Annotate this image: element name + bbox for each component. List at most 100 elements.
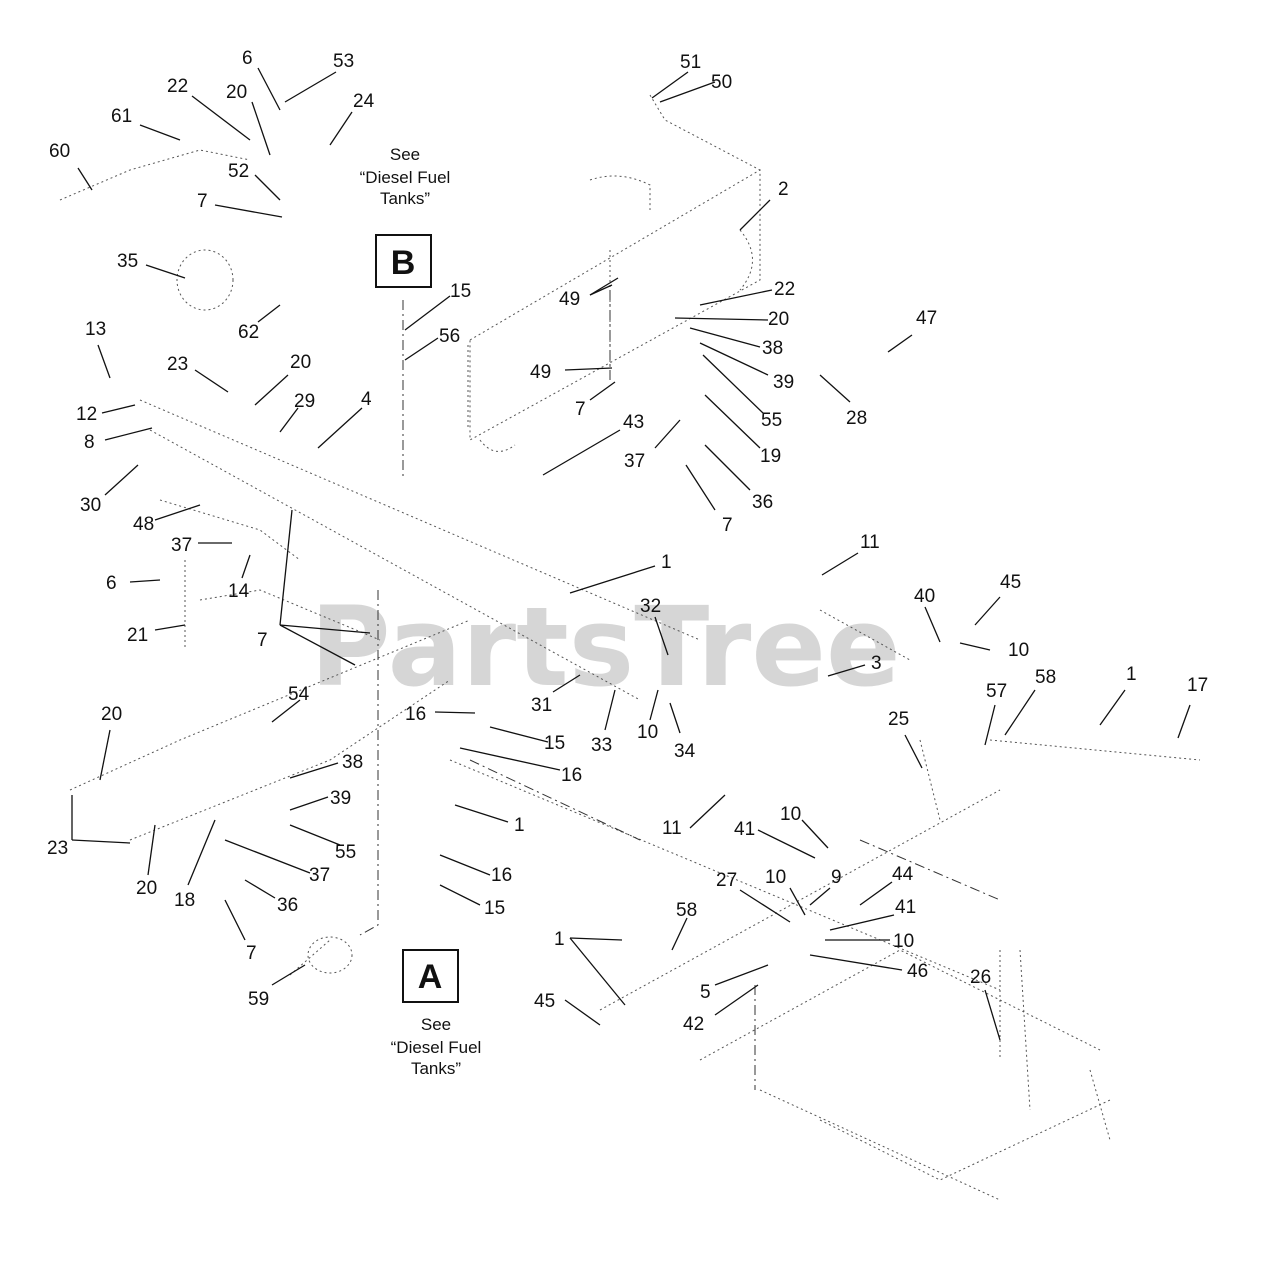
callout: 49 [530,362,551,383]
callout: 52 [228,161,249,182]
callout: 32 [640,596,661,617]
callout: 42 [683,1014,704,1035]
callout: 28 [846,408,867,429]
callout: 47 [916,308,937,329]
callout: 62 [238,322,259,343]
callout: 7 [257,630,268,651]
callout: 20 [226,82,247,103]
callout: 59 [248,989,269,1010]
part-outlines [59,94,1201,1201]
callout: 39 [773,372,794,393]
callout: 21 [127,625,148,646]
callout: 10 [1008,640,1029,661]
reference-box-b: B [375,234,432,288]
callout: 5 [700,982,711,1003]
callout: 10 [780,804,801,825]
callout: 17 [1187,675,1208,696]
callout: 1 [661,552,672,573]
svg-text:See: See [390,145,420,164]
callout: 30 [80,495,101,516]
callout: 38 [762,338,783,359]
callout: 7 [575,399,586,420]
callout: 50 [711,72,732,93]
svg-text:See: See [421,1015,451,1034]
callout: 29 [294,391,315,412]
callout: 53 [333,51,354,72]
svg-text:“Diesel Fuel: “Diesel Fuel [360,168,451,187]
callout: 16 [491,865,512,886]
part-callouts: 6 53 22 20 24 61 60 52 7 35 62 13 12 8 2… [47,48,1208,1035]
leader-lines [71,67,1191,1041]
callout: 41 [895,897,916,918]
callout: 37 [171,535,192,556]
callout: 43 [623,412,644,433]
callout: 55 [335,842,356,863]
callout: 58 [676,900,697,921]
callout: 15 [484,898,505,919]
callout: 16 [561,765,582,786]
callout: 22 [774,279,795,300]
callout: 18 [174,890,195,911]
callout: 1 [554,929,565,950]
callout: 58 [1035,667,1056,688]
callout: 46 [907,961,928,982]
callout: 51 [680,52,701,73]
callout: 20 [101,704,122,725]
callout: 54 [288,684,310,705]
note-bottom: See “Diesel Fuel Tanks” [391,1015,482,1078]
callout: 14 [228,581,250,602]
callout: 10 [765,867,786,888]
callout: 23 [47,838,68,859]
callout: 60 [49,141,70,162]
callout: 23 [167,354,188,375]
callout: 6 [106,573,117,594]
callout: 55 [761,410,782,431]
callout: 1 [514,815,525,836]
callout: 8 [84,432,95,453]
callout: 2 [778,179,789,200]
callout: 57 [986,681,1007,702]
callout: 33 [591,735,612,756]
callout: 48 [133,514,154,535]
callout: 44 [892,864,914,885]
callout: 27 [716,870,737,891]
callout: 4 [361,389,372,410]
callout: 45 [1000,572,1021,593]
watermark: PartsTree [310,583,901,711]
phantom-lines [359,290,1001,1090]
note-top: See “Diesel Fuel Tanks” [360,145,451,208]
callout: 20 [136,878,157,899]
callout: 20 [768,309,789,330]
callout: 38 [342,752,363,773]
callout: 16 [405,704,426,725]
callout: 6 [242,48,253,69]
callout: 10 [893,931,914,952]
callout: 61 [111,106,132,127]
callout: 15 [544,733,565,754]
callout: 37 [624,451,645,472]
callout: 9 [831,867,842,888]
callout: 1 [1126,664,1137,685]
callout: 31 [531,695,552,716]
callout: 11 [662,818,682,839]
callout: 15 [450,281,471,302]
callout: 7 [722,515,733,536]
callout: 7 [197,191,208,212]
callout: 36 [277,895,298,916]
callout: 19 [760,446,781,467]
callout: 10 [637,722,658,743]
callout: 40 [914,586,935,607]
callout: 12 [76,404,97,425]
callout: 39 [330,788,351,809]
callout: 13 [85,319,106,340]
callout: 37 [309,865,330,886]
callout: 11 [860,532,880,553]
box-letter-b: B [391,244,416,282]
callout: 34 [674,741,696,762]
callout: 49 [559,289,580,310]
callout: 41 [734,819,755,840]
callout: 20 [290,352,311,373]
callout: 25 [888,709,909,730]
callout: 22 [167,76,188,97]
callout: 45 [534,991,555,1012]
